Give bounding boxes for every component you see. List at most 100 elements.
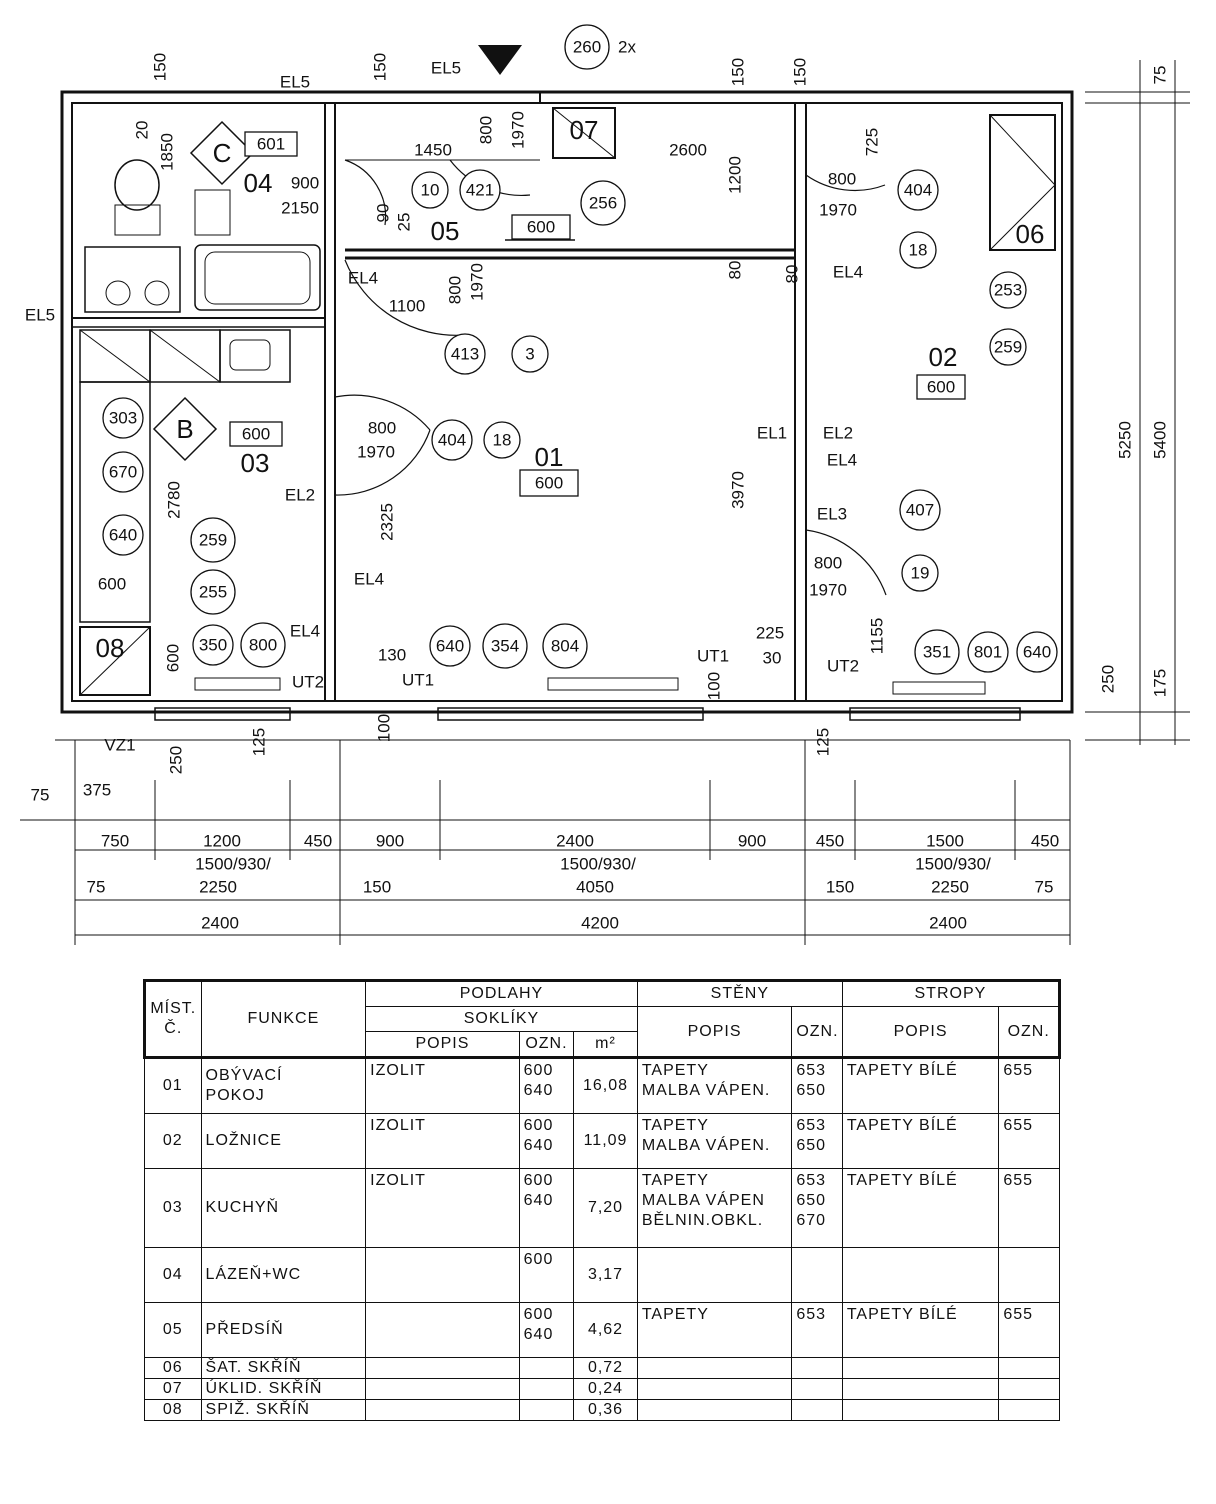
door-dim: 800 — [446, 276, 465, 304]
label-el3: EL3 — [817, 505, 847, 524]
door-swings — [334, 159, 887, 596]
dim: 25 — [395, 213, 414, 232]
dim: 150 — [791, 58, 810, 86]
cell-m2: 0,36 — [573, 1399, 638, 1421]
cell-stropy — [841, 1399, 1000, 1421]
label-el4: EL4 — [354, 570, 384, 589]
cell-num: 03 — [144, 1168, 202, 1248]
marker-b: B — [176, 414, 193, 444]
dim-bottom-row3: 150 — [363, 878, 391, 897]
dim-bottom-row2: 1500/930/ — [915, 855, 991, 874]
cell-steny-ozn — [791, 1247, 843, 1303]
circle-tag: 259 — [199, 531, 227, 550]
dim: 90 — [374, 204, 393, 223]
dim: 150 — [151, 53, 170, 81]
dim-bottom-row1: 450 — [304, 832, 332, 851]
room-number-03: 03 — [241, 448, 270, 478]
label-el5: EL5 — [25, 306, 55, 325]
door-dim: 1970 — [357, 443, 395, 462]
header-stropy: STROPY — [841, 980, 1061, 1007]
cell-m2: 0,72 — [573, 1357, 638, 1379]
cell-ozn — [518, 1357, 575, 1379]
label-ut1: UT1 — [402, 671, 434, 690]
label-el2: EL2 — [823, 424, 853, 443]
room-tag-04: 601 — [257, 135, 285, 154]
door-dim: 800 — [477, 116, 496, 144]
header-funkce: FUNKCE — [200, 980, 367, 1058]
cell-podlahy: IZOLIT — [365, 1168, 520, 1248]
dim: 5400 — [1151, 421, 1170, 459]
dim-bottom-row3: 150 — [826, 878, 854, 897]
dim-bottom-row4: 2400 — [201, 914, 239, 933]
header-podlahy: PODLAHY — [365, 980, 638, 1007]
dim-bottom-row3: 75 — [87, 878, 106, 897]
dim: 30 — [763, 649, 782, 668]
cell-num: 08 — [144, 1399, 202, 1421]
dim: 100 — [375, 714, 394, 742]
dim-bottom-row3: 2250 — [199, 878, 237, 897]
cell-num: 04 — [144, 1247, 202, 1303]
label-el5: EL5 — [431, 59, 461, 78]
header-stropy-ozn: OZN. — [998, 1006, 1060, 1058]
cell-m2: 0,24 — [573, 1378, 638, 1400]
dim-bottom-row1: 450 — [816, 832, 844, 851]
entrance-arrow-icon — [478, 45, 522, 75]
dim: 1850 — [158, 133, 177, 171]
circle-tag: 10 — [421, 181, 440, 200]
cell-funkce: ŠAT. SKŘÍŇ — [200, 1357, 367, 1379]
dim: 125 — [250, 728, 269, 756]
cell-steny — [636, 1247, 793, 1303]
room-tag-02: 600 — [927, 378, 955, 397]
cell-ozn: 600 — [518, 1247, 575, 1303]
cell-stropy — [841, 1378, 1000, 1400]
dim: 75 — [31, 786, 50, 805]
cell-funkce: LOŽNICE — [200, 1113, 367, 1169]
circle-tag: 19 — [911, 564, 930, 583]
header-sokliky: SOKLÍKY — [365, 1006, 638, 1032]
header-mist: MÍST. Č. — [144, 980, 202, 1058]
cell-stropy-ozn — [998, 1399, 1060, 1421]
door-dim: 800 — [368, 419, 396, 438]
label-el5: EL5 — [280, 73, 310, 92]
cell-ozn — [518, 1378, 575, 1400]
label-el4: EL4 — [827, 451, 857, 470]
door-dim: 2150 — [281, 199, 319, 218]
cell-m2: 4,62 — [573, 1302, 638, 1358]
cell-funkce: LÁZEŇ+WC — [200, 1247, 367, 1303]
circle-tag: 351 — [923, 643, 951, 662]
circle-tag: 3 — [525, 345, 534, 364]
circle-tag: 18 — [493, 431, 512, 450]
cell-stropy-ozn: 655 — [998, 1113, 1060, 1169]
cell-stropy-ozn — [998, 1247, 1060, 1303]
door-dim: 900 — [291, 174, 319, 193]
dim: 100 — [705, 672, 724, 700]
cell-funkce: SPIŽ. SKŘÍŇ — [200, 1399, 367, 1421]
dim: 225 — [756, 624, 784, 643]
circle-tag: 800 — [249, 636, 277, 655]
header-steny-popis: POPIS — [636, 1006, 793, 1058]
dim: 2780 — [165, 481, 184, 519]
cell-stropy — [841, 1247, 1000, 1303]
cell-stropy-ozn: 655 — [998, 1168, 1060, 1248]
table-header: MÍST. Č. FUNKCE PODLAHY STĚNY STROPY SOK… — [144, 980, 1061, 1058]
cell-m2: 7,20 — [573, 1168, 638, 1248]
marker-c: C — [213, 138, 232, 168]
cell-stropy-ozn — [998, 1378, 1060, 1400]
cell-m2: 11,09 — [573, 1113, 638, 1169]
label-el4: EL4 — [290, 622, 320, 641]
cell-num: 05 — [144, 1302, 202, 1358]
cell-podlahy: IZOLIT — [365, 1057, 520, 1114]
cell-stropy: TAPETY BÍLÉ — [841, 1168, 1000, 1248]
label-el2: EL2 — [285, 486, 315, 505]
circle-tag: 260 — [573, 38, 601, 57]
cell-stropy-ozn: 655 — [998, 1057, 1060, 1114]
cell-steny-ozn — [791, 1399, 843, 1421]
cell-stropy: TAPETY BÍLÉ — [841, 1113, 1000, 1169]
dim-bottom-row3: 4050 — [576, 878, 614, 897]
circle-tag: 407 — [906, 501, 934, 520]
